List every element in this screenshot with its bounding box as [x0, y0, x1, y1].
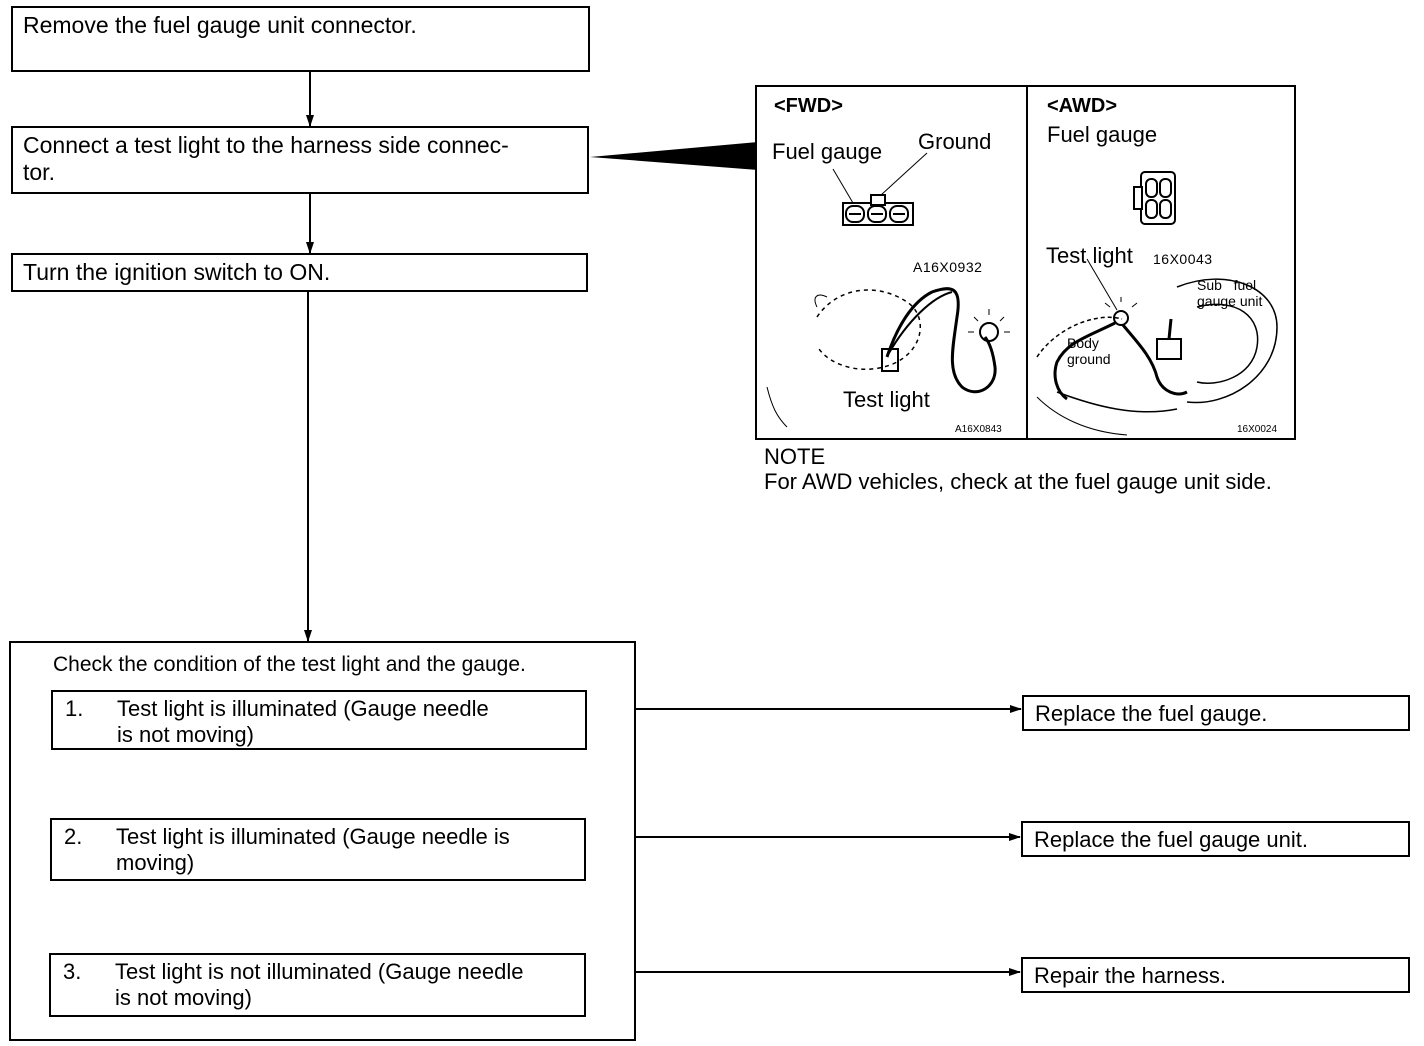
- fwd-wiring-sketch: [766, 287, 1010, 428]
- awd-wiring-sketch: [1036, 258, 1278, 436]
- step-remove-connector: Remove the fuel gauge unit connector.: [11, 6, 590, 72]
- result-repair-harness: Repair the harness.: [1021, 957, 1410, 993]
- option-number: 1.: [65, 696, 84, 721]
- option-text: Test light is not illuminated (Gauge nee…: [115, 959, 524, 1010]
- awd-figure-code-top: 16X0043: [1153, 251, 1213, 267]
- check-condition-title: Check the condition of the test light an…: [53, 653, 526, 676]
- result-text: Replace the fuel gauge unit.: [1034, 827, 1308, 852]
- option-2: 2. Test light is illuminated (Gauge need…: [50, 818, 586, 881]
- step-ignition-on: Turn the ignition switch to ON.: [11, 253, 588, 292]
- note-text: For AWD vehicles, check at the fuel gaug…: [764, 469, 1272, 494]
- fwd-ground-label: Ground: [918, 129, 992, 154]
- option-number: 2.: [64, 824, 83, 849]
- result-replace-fuel-gauge: Replace the fuel gauge.: [1022, 695, 1410, 731]
- option-text: Test light is illuminated (Gauge needle …: [116, 824, 510, 875]
- awd-connector-icon: [1133, 171, 1176, 225]
- result-replace-fuel-gauge-unit: Replace the fuel gauge unit.: [1021, 821, 1410, 857]
- fwd-figure-code-bottom: A16X0843: [955, 424, 1002, 435]
- awd-test-light-label: Test light: [1046, 243, 1133, 268]
- fwd-figure-code-top: A16X0932: [913, 259, 983, 275]
- fwd-fuel-gauge-label: Fuel gauge: [772, 139, 883, 164]
- awd-heading: <AWD>: [1047, 95, 1118, 117]
- connector-figure: <FWD> Fuel gauge Ground A16X0932 Test li…: [755, 85, 1296, 440]
- awd-figure-code-bottom: 16X0024: [1237, 424, 1278, 435]
- fwd-heading: <FWD>: [774, 95, 843, 117]
- note-block: NOTE For AWD vehicles, check at the fuel…: [764, 444, 1272, 494]
- note-title: NOTE: [764, 444, 826, 469]
- result-text: Repair the harness.: [1034, 963, 1226, 988]
- awd-fuel-gauge-label: Fuel gauge: [1047, 122, 1158, 147]
- step-ignition-text: Turn the ignition switch to ON.: [23, 259, 331, 285]
- step-connect-test-light: Connect a test light to the harness side…: [11, 126, 589, 194]
- option-number: 3.: [63, 959, 82, 984]
- figure-illustration: [766, 87, 1278, 438]
- fwd-connector-icon: [832, 152, 928, 226]
- sub-fuel-gauge-unit-label: Sub fuel gauge unit: [1197, 277, 1263, 309]
- step-connect-text: Connect a test light to the harness side…: [23, 132, 509, 185]
- fwd-test-light-label: Test light: [843, 387, 930, 412]
- result-text: Replace the fuel gauge.: [1035, 701, 1268, 726]
- option-text: Test light is illuminated (Gauge needle …: [117, 696, 489, 747]
- body-ground-label: Body ground: [1067, 335, 1111, 367]
- option-3: 3. Test light is not illuminated (Gauge …: [49, 953, 586, 1017]
- option-1: 1. Test light is illuminated (Gauge need…: [51, 690, 587, 750]
- step-remove-text: Remove the fuel gauge unit connector.: [23, 12, 417, 38]
- callout-pointer: [590, 142, 758, 170]
